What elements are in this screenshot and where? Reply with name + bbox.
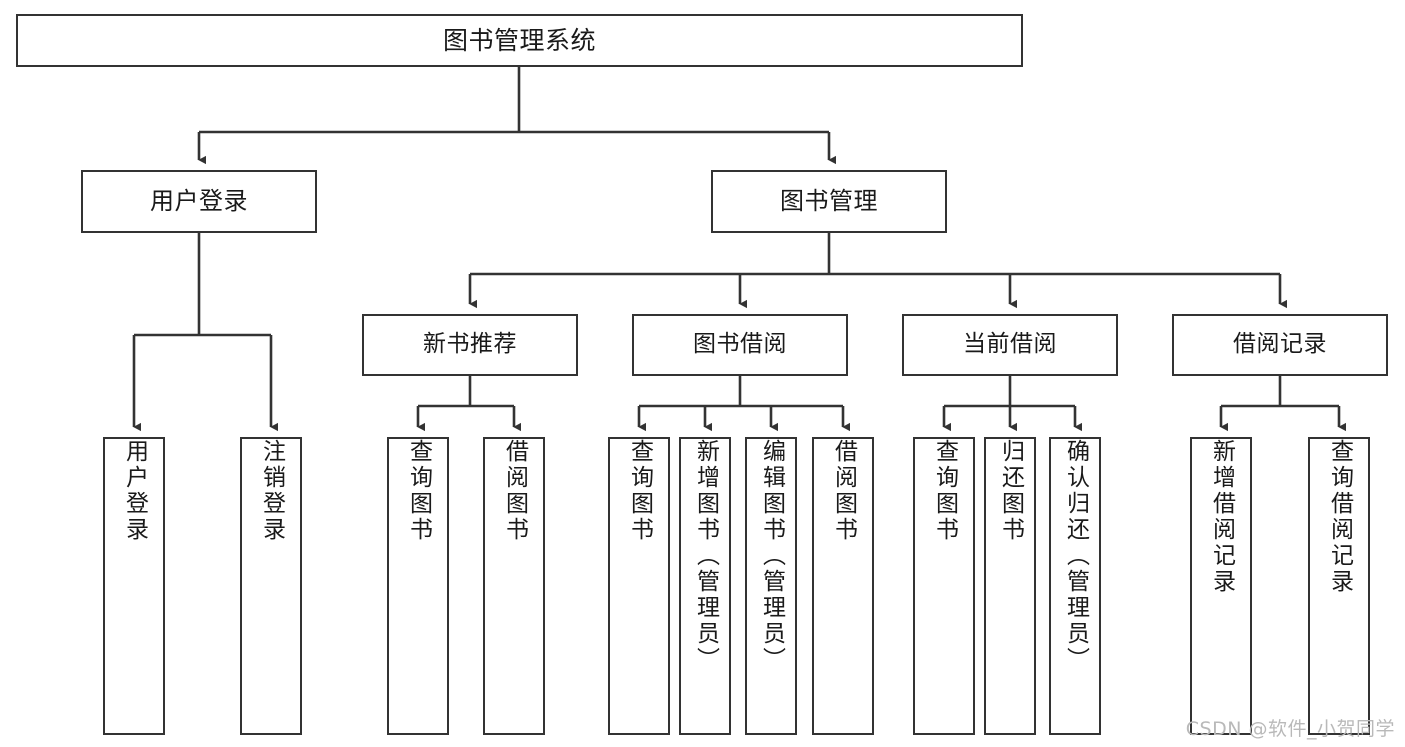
leaf-node-label: 新增图书（管理员） <box>692 439 719 673</box>
leaf-node[interactable]: 归还图书 <box>984 437 1036 735</box>
leaf-node-label: 查询图书 <box>931 439 958 543</box>
leaf-node[interactable]: 确认归还（管理员） <box>1049 437 1101 735</box>
leaf-node-label: 查询借阅记录 <box>1326 439 1353 595</box>
leaf-node[interactable]: 编辑图书（管理员） <box>745 437 797 735</box>
node-borrow-record-label: 借阅记录 <box>1233 331 1327 358</box>
leaf-node[interactable]: 新增图书（管理员） <box>679 437 731 735</box>
leaf-node[interactable]: 查询图书 <box>608 437 670 735</box>
node-current-borrow[interactable]: 当前借阅 <box>902 314 1118 376</box>
leaf-node-label: 注销登录 <box>258 439 285 543</box>
node-book-borrow[interactable]: 图书借阅 <box>632 314 848 376</box>
leaf-node-label: 编辑图书（管理员） <box>758 439 785 673</box>
leaf-node[interactable]: 查询借阅记录 <box>1308 437 1370 735</box>
leaf-node-label: 归还图书 <box>997 439 1024 543</box>
leaf-node-label: 用户登录 <box>121 439 148 543</box>
leaf-node-label: 查询图书 <box>405 439 432 543</box>
csdn-watermark: CSDN @软件_小贺同学 <box>1185 718 1395 740</box>
leaf-node[interactable]: 借阅图书 <box>483 437 545 735</box>
node-borrow-record[interactable]: 借阅记录 <box>1172 314 1388 376</box>
node-user-login-label: 用户登录 <box>150 187 248 216</box>
leaf-node[interactable]: 查询图书 <box>913 437 975 735</box>
node-current-borrow-label: 当前借阅 <box>963 331 1057 358</box>
leaf-node-label: 新增借阅记录 <box>1208 439 1235 595</box>
node-root-label: 图书管理系统 <box>442 25 596 55</box>
node-root-system[interactable]: 图书管理系统 <box>16 14 1023 67</box>
leaf-node[interactable]: 用户登录 <box>103 437 165 735</box>
leaf-node[interactable]: 查询图书 <box>387 437 449 735</box>
node-new-book-recommend[interactable]: 新书推荐 <box>362 314 578 376</box>
node-new-book-recommend-label: 新书推荐 <box>423 331 517 358</box>
leaf-node-label: 确认归还（管理员） <box>1062 439 1089 673</box>
node-book-management[interactable]: 图书管理 <box>711 170 947 233</box>
leaf-node[interactable]: 新增借阅记录 <box>1190 437 1252 735</box>
leaf-node[interactable]: 借阅图书 <box>812 437 874 735</box>
leaf-node-label: 借阅图书 <box>830 439 857 543</box>
leaf-node-label: 查询图书 <box>626 439 653 543</box>
leaf-node[interactable]: 注销登录 <box>240 437 302 735</box>
node-book-borrow-label: 图书借阅 <box>693 331 787 358</box>
node-user-login[interactable]: 用户登录 <box>81 170 317 233</box>
node-book-management-label: 图书管理 <box>780 187 878 216</box>
leaf-node-label: 借阅图书 <box>501 439 528 543</box>
